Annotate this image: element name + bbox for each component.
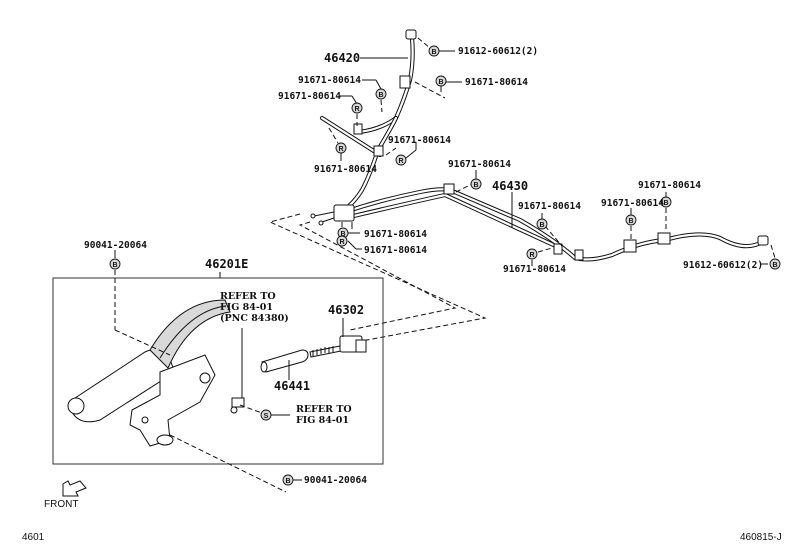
svg-text:B: B — [438, 79, 443, 86]
sleeve-46441[interactable] — [260, 349, 309, 373]
cable-bracket — [574, 249, 584, 261]
bolt-symbol: B — [435, 75, 447, 87]
cable-bracket — [353, 123, 363, 135]
bolt-symbol: B — [536, 218, 548, 230]
svg-text:B: B — [539, 222, 544, 229]
bolt-symbol: B — [470, 178, 482, 190]
bolt-symbol: B — [375, 88, 387, 100]
part-label-90041-20064[interactable]: 90041-20064 — [84, 240, 147, 251]
svg-text:R: R — [398, 158, 403, 165]
cable-bracket — [443, 183, 455, 195]
rivet-symbol: R — [395, 154, 407, 166]
refer-note-line: REFER TO — [220, 291, 276, 302]
front-cable-46420[interactable] — [319, 29, 417, 215]
part-label-91671-80614[interactable]: 91671-80614 — [518, 201, 581, 212]
cable-bracket — [399, 75, 411, 89]
cable-bracket — [657, 232, 671, 245]
rear-cable-46430[interactable] — [310, 183, 769, 262]
part-label-91671-80614[interactable]: 91671-80614 — [601, 198, 664, 209]
part-label-46441[interactable]: 46441 — [274, 379, 310, 393]
svg-text:R: R — [339, 239, 344, 246]
svg-text:B: B — [285, 478, 290, 485]
part-label-91671-80614[interactable]: 91671-80614 — [364, 229, 427, 240]
cable-bracket — [373, 145, 384, 157]
svg-text:B: B — [112, 262, 117, 269]
front-arrow-icon — [62, 480, 87, 497]
refer-note-line: REFER TO — [296, 404, 352, 415]
svg-text:B: B — [378, 92, 383, 99]
part-label-46430[interactable]: 46430 — [492, 179, 528, 193]
bolt-symbol: B — [282, 474, 294, 486]
rivet-symbol: R — [351, 102, 363, 114]
part-label-91671-80614[interactable]: 91671-80614 — [278, 91, 341, 102]
part-label-46420[interactable]: 46420 — [324, 51, 360, 65]
part-label-91671-80614[interactable]: 91671-80614 — [364, 245, 427, 256]
cable-bracket — [553, 243, 563, 255]
svg-text:R: R — [529, 252, 534, 259]
cable-end-fitting — [757, 235, 769, 246]
part-label-91671-80614[interactable]: 91671-80614 — [638, 180, 701, 191]
illustration-id: 460815-J — [740, 532, 782, 543]
bolt-symbol: B — [769, 258, 781, 270]
svg-text:B: B — [340, 231, 345, 238]
svg-text:S: S — [264, 413, 269, 420]
screw-symbol: S — [260, 409, 272, 421]
lever-assembly-frame — [52, 277, 384, 465]
part-label-91671-80614[interactable]: 91671-80614 — [298, 75, 361, 86]
refer-note-line: FIG 84-01 — [220, 302, 273, 313]
cable-bracket — [623, 239, 637, 253]
part-label-91671-80614[interactable]: 91671-80614 — [465, 77, 528, 88]
refer-note-line: (PNC 84380) — [220, 313, 289, 324]
equalizer — [333, 204, 355, 222]
svg-text:R: R — [338, 146, 343, 153]
svg-text:B: B — [772, 262, 777, 269]
part-label-91612-60612[interactable]: 91612-60612(2) — [683, 260, 763, 271]
part-label-46302[interactable]: 46302 — [328, 303, 364, 317]
svg-text:R: R — [354, 106, 359, 113]
rivet-symbol: R — [335, 142, 347, 154]
svg-text:B: B — [663, 200, 668, 207]
part-label-91671-80614[interactable]: 91671-80614 — [314, 164, 377, 175]
parking-brake-lever[interactable] — [67, 299, 231, 447]
part-label-91612-60612[interactable]: 91612-60612(2) — [458, 46, 538, 57]
rivet-symbol: R — [526, 248, 538, 260]
rod-46302[interactable] — [309, 335, 367, 358]
front-label: FRONT — [44, 499, 78, 510]
part-label-91671-80614[interactable]: 91671-80614 — [448, 159, 511, 170]
bolt-symbol: B — [625, 214, 637, 226]
part-label-46201E[interactable]: 46201E — [205, 257, 248, 271]
svg-text:B: B — [431, 49, 436, 56]
bolt-symbol: B — [428, 45, 440, 57]
svg-text:B: B — [628, 218, 633, 225]
rivet-symbol: R — [336, 235, 348, 247]
svg-text:B: B — [473, 182, 478, 189]
part-label-91671-80614[interactable]: 91671-80614 — [503, 264, 566, 275]
cable-end-fitting — [405, 29, 417, 40]
refer-note-line: FIG 84-01 — [296, 415, 349, 426]
part-label-90041-20064[interactable]: 90041-20064 — [304, 475, 367, 486]
brake-switch — [230, 397, 245, 414]
figure-code: 4601 — [22, 532, 45, 543]
bolt-symbol: B — [660, 196, 672, 208]
part-label-91671-80614[interactable]: 91671-80614 — [388, 135, 451, 146]
bolt-symbol: B — [109, 258, 121, 270]
